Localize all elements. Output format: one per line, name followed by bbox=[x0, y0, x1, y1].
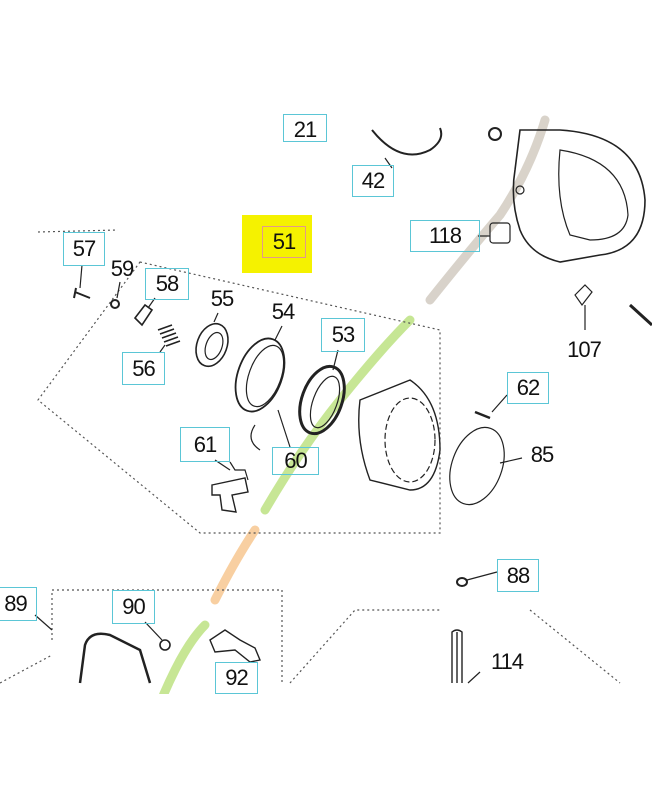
callout-54[interactable]: 54 bbox=[271, 299, 295, 324]
callout-107[interactable]: 107 bbox=[567, 337, 602, 362]
callout-89[interactable]: 89 bbox=[0, 587, 37, 621]
part-60 bbox=[250, 424, 261, 451]
highlighted-part-51[interactable]: 51 bbox=[242, 215, 312, 273]
callout-61[interactable]: 61 bbox=[180, 427, 230, 462]
part-starter-cover bbox=[358, 379, 441, 491]
callout-56[interactable]: 56 bbox=[122, 352, 165, 385]
callout-62[interactable]: 62 bbox=[507, 372, 549, 404]
callout-55[interactable]: 55 bbox=[210, 286, 234, 311]
callout-90[interactable]: 90 bbox=[112, 590, 155, 624]
assembly-outline-lower bbox=[51, 589, 283, 683]
part-114 bbox=[451, 629, 463, 683]
part-118 bbox=[489, 222, 511, 244]
callout-42[interactable]: 42 bbox=[352, 165, 394, 197]
part-42 bbox=[371, 127, 443, 156]
callout-92[interactable]: 92 bbox=[215, 662, 258, 694]
callout-21[interactable]: 21 bbox=[283, 114, 327, 142]
callout-57[interactable]: 57 bbox=[63, 232, 105, 266]
part-61 bbox=[211, 477, 249, 513]
part-88 bbox=[456, 577, 468, 587]
part-54 bbox=[234, 337, 286, 413]
part-filter bbox=[78, 632, 152, 684]
part-92 bbox=[209, 629, 261, 663]
part-62 bbox=[474, 410, 491, 420]
callout-58[interactable]: 58 bbox=[145, 268, 189, 300]
part-59 bbox=[110, 299, 120, 309]
assembly-outline-51 bbox=[37, 229, 441, 534]
callout-114[interactable]: 114 bbox=[490, 649, 524, 674]
part-85 bbox=[449, 426, 505, 506]
callout-53[interactable]: 53 bbox=[321, 318, 365, 352]
callout-85[interactable]: 85 bbox=[530, 442, 554, 467]
part-56 bbox=[157, 324, 181, 347]
part-107 bbox=[574, 284, 593, 307]
part-58 bbox=[133, 303, 154, 327]
callout-51[interactable]: 51 bbox=[262, 226, 306, 258]
callout-59[interactable]: 59 bbox=[110, 256, 134, 281]
part-housing bbox=[512, 129, 646, 263]
callout-88[interactable]: 88 bbox=[497, 559, 539, 592]
callout-118[interactable]: 118 bbox=[410, 220, 480, 252]
part-90 bbox=[159, 639, 171, 651]
part-57 bbox=[73, 287, 91, 299]
callout-60[interactable]: 60 bbox=[272, 447, 319, 475]
bottom-margin bbox=[0, 694, 652, 800]
part-55 bbox=[195, 322, 229, 368]
